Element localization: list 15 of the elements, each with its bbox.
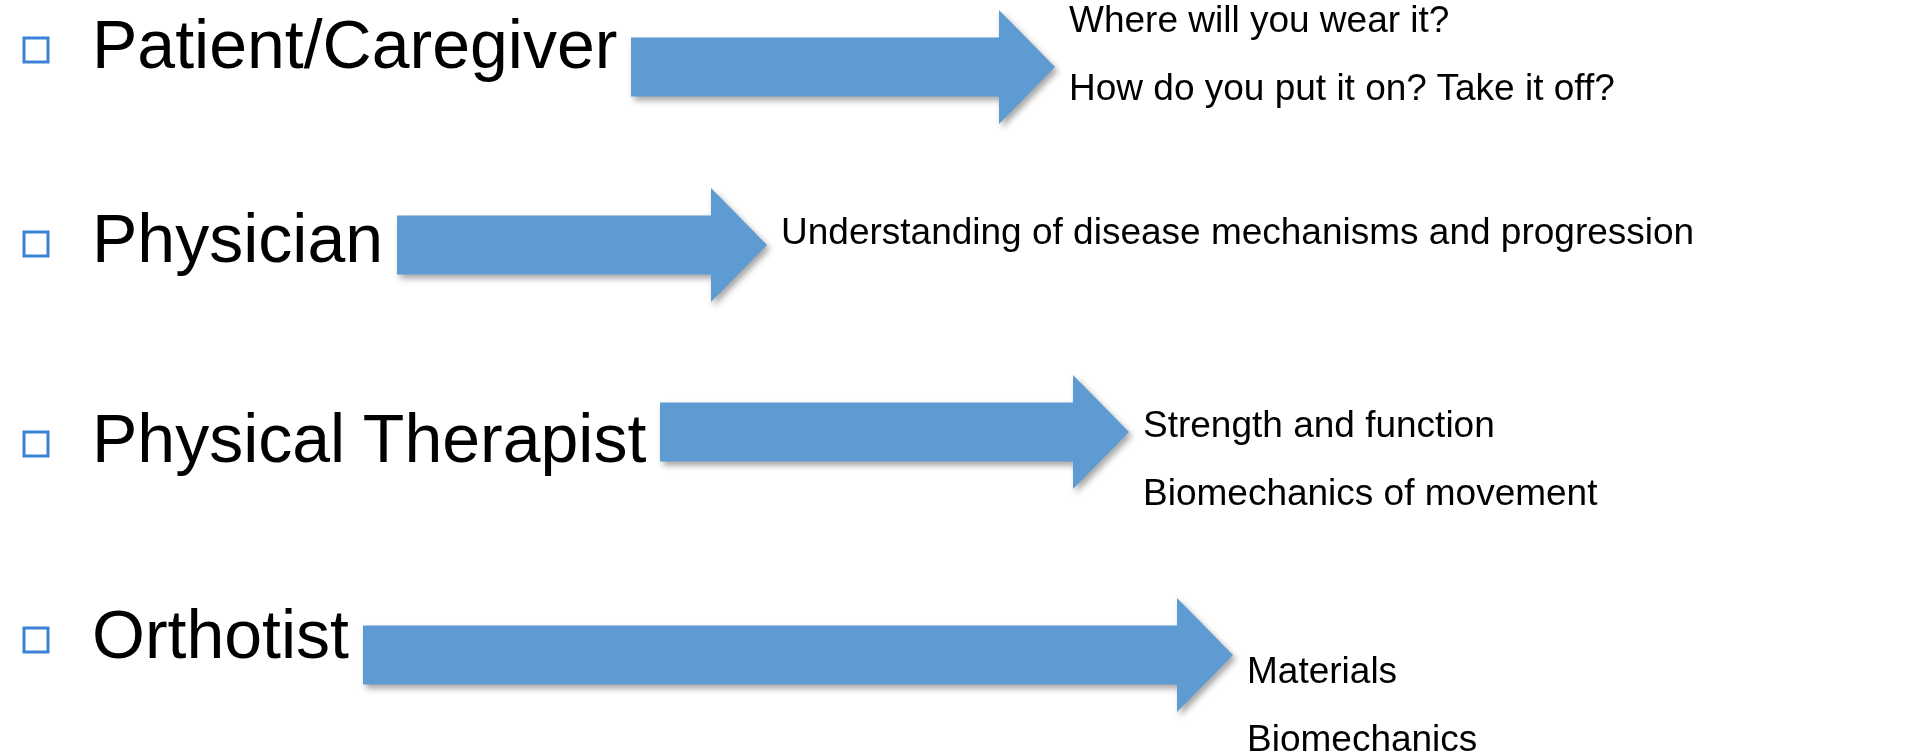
block-arrow bbox=[363, 598, 1233, 712]
role-label: Orthotist bbox=[92, 594, 349, 676]
note-text: Where will you wear it? bbox=[1069, 0, 1451, 42]
note-text: How do you put it on? Take it off? bbox=[1069, 66, 1615, 111]
block-arrow bbox=[660, 375, 1129, 489]
block-arrow bbox=[631, 10, 1055, 124]
note-text: Biomechanics bbox=[1247, 717, 1478, 756]
role-label: Physician bbox=[92, 198, 384, 280]
note-text: Understanding of disease mechanisms and progression bbox=[781, 210, 1695, 255]
note-text: Strength and function bbox=[1143, 403, 1496, 447]
role-label: Patient/Caregiver bbox=[92, 4, 618, 86]
note-text: Materials bbox=[1247, 649, 1399, 693]
note-text: Biomechanics of movement bbox=[1143, 471, 1598, 516]
role-label: Physical Therapist bbox=[92, 398, 647, 480]
block-arrow bbox=[397, 188, 767, 302]
